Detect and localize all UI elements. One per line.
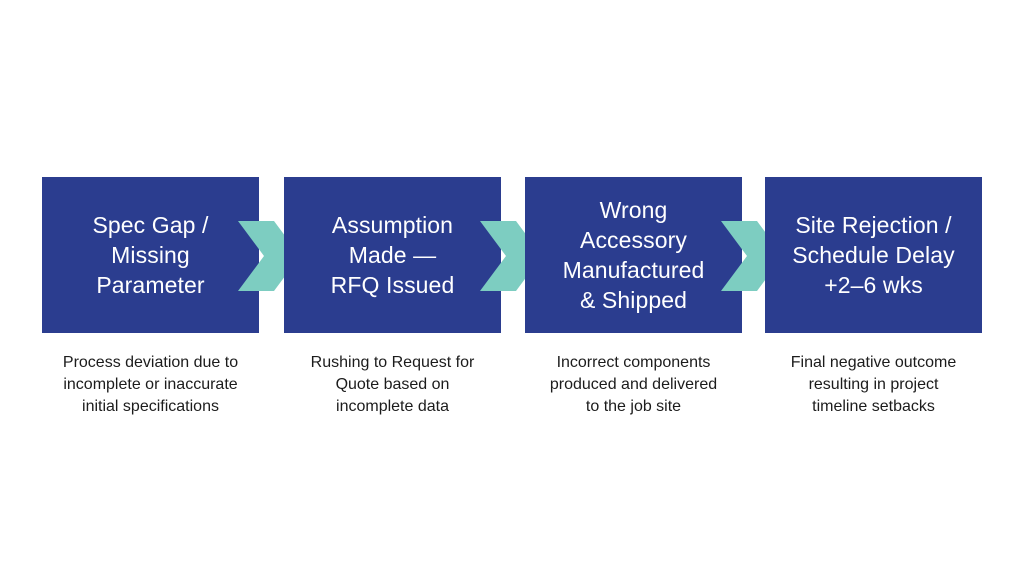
step-title-3: Wrong Accessory Manufactured & Shipped <box>562 197 705 313</box>
step-description-2: Rushing to Request for Quote based on in… <box>310 354 475 415</box>
step-box-2: Assumption Made — RFQ Issued <box>284 177 501 333</box>
step-description-4: Final negative outcome resulting in proj… <box>790 354 957 415</box>
step-box-3: Wrong Accessory Manufactured & Shipped <box>525 177 742 333</box>
step-title-4: Site Rejection / Schedule Delay +2–6 wks <box>792 212 955 298</box>
step-title-2: Assumption Made — RFQ Issued <box>330 212 455 298</box>
step-box-1: Spec Gap / Missing Parameter <box>42 177 259 333</box>
step-box-4: Site Rejection / Schedule Delay +2–6 wks <box>765 177 982 333</box>
step-description-3: Incorrect components produced and delive… <box>549 354 718 415</box>
step-description-1: Process deviation due to incomplete or i… <box>62 354 239 415</box>
step-title-1: Spec Gap / Missing Parameter <box>92 212 209 298</box>
